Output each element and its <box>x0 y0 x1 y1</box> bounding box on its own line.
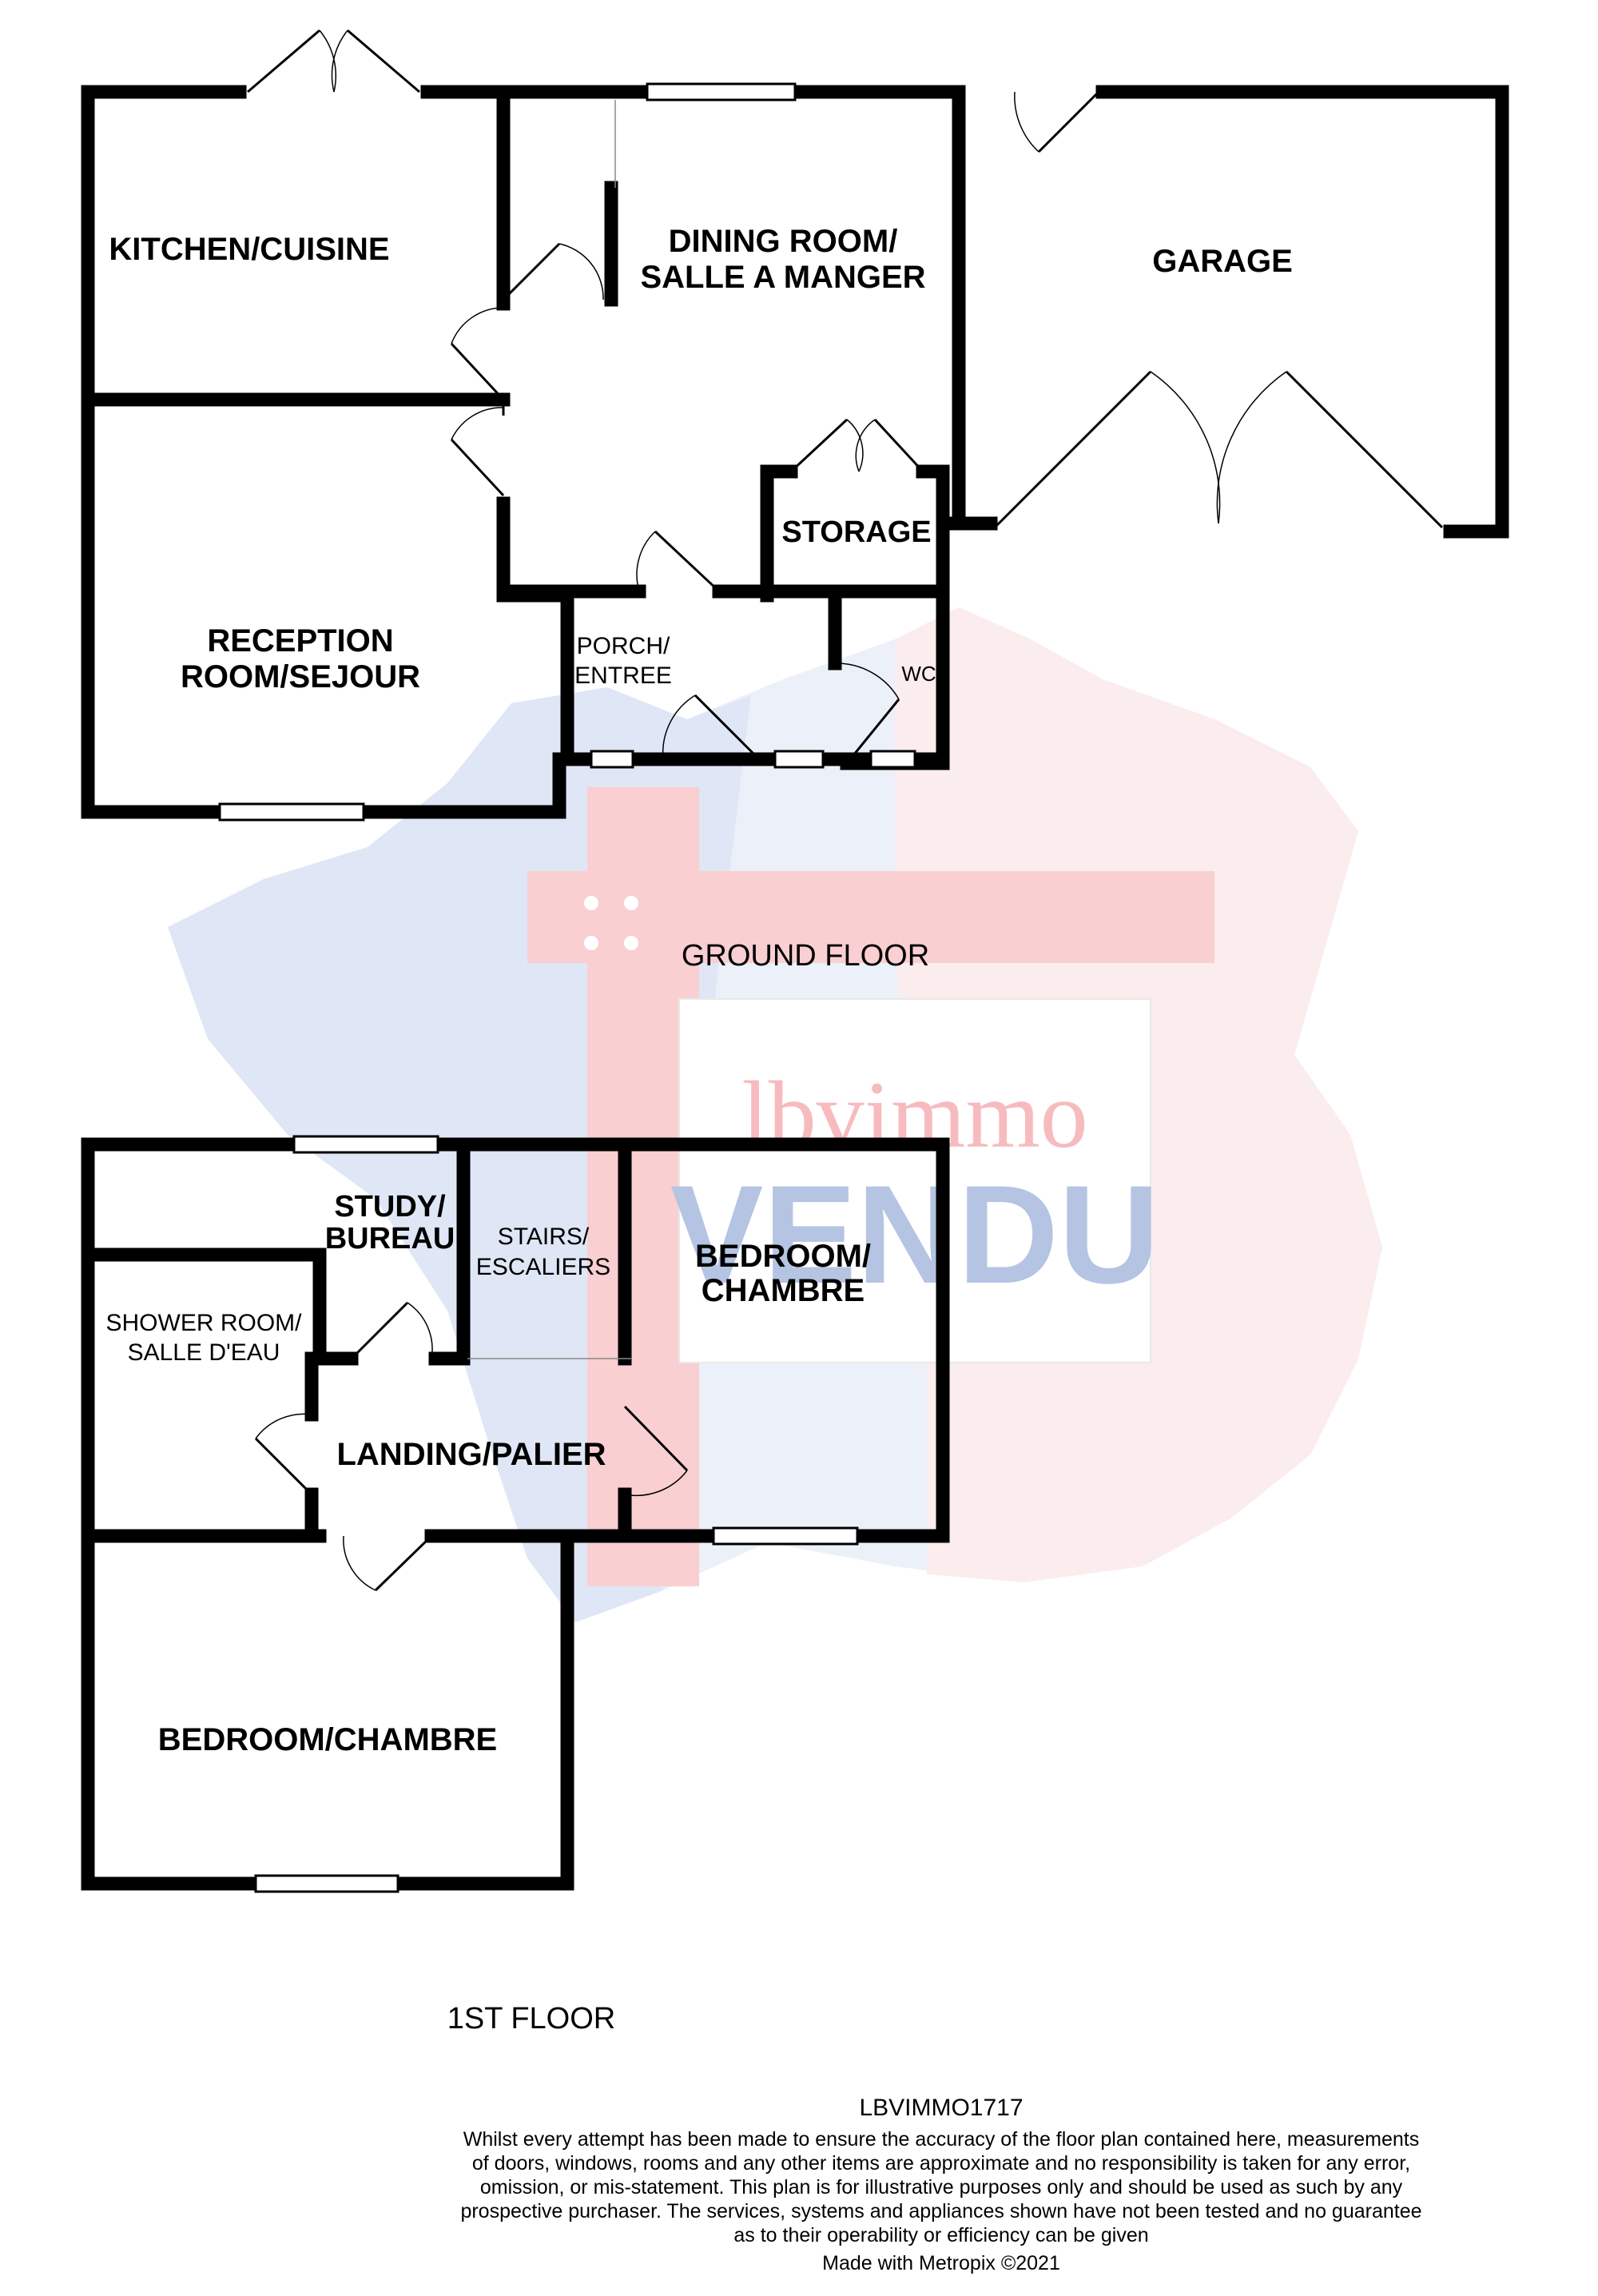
room-label-study-2: BUREAU <box>325 1222 455 1255</box>
metropix-credit: Made with Metropix ©2021 <box>822 2252 1060 2274</box>
disclaimer-line: of doors, windows, rooms and any other i… <box>472 2152 1410 2175</box>
room-label-dining-2: SALLE A MANGER <box>640 260 925 295</box>
wc-door <box>834 663 900 764</box>
storage-double-doors <box>789 418 924 473</box>
france-map-shape <box>168 607 1382 1622</box>
room-label-garage: GARAGE <box>1152 244 1293 279</box>
window <box>712 1526 859 1546</box>
plan-reference: LBVIMMO1717 <box>859 2095 1023 2121</box>
disclaimer-line: as to their operability or efficiency ca… <box>733 2224 1148 2246</box>
room-label-porch-1: PORCH/ <box>577 633 670 659</box>
porch-inner-door <box>636 530 721 593</box>
room-label-reception-2: ROOM/SEJOUR <box>181 659 420 694</box>
room-label-storage: STORAGE <box>781 515 931 549</box>
reception-door <box>450 400 505 497</box>
window <box>590 750 634 769</box>
room-label-bedroom-right-2: CHAMBRE <box>702 1273 865 1308</box>
window <box>218 802 365 822</box>
room-label-wc: WC <box>901 662 936 686</box>
kitchen-french-doors <box>247 29 420 94</box>
room-label-bedroom-main: BEDROOM/CHAMBRE <box>158 1722 497 1757</box>
watermark: lbvimmo VENDU <box>168 607 1382 1622</box>
shower-door <box>254 1413 313 1496</box>
disclaimer-line: Whilst every attempt has been made to en… <box>463 2128 1419 2151</box>
room-label-stairs-1: STAIRS/ <box>498 1224 590 1250</box>
front-door <box>662 694 761 761</box>
floor-title-first: 1ST FLOOR <box>447 2002 615 2035</box>
room-label-dining-1: DINING ROOM/ <box>669 224 898 259</box>
garage-doors <box>993 370 1444 529</box>
sign-bolt <box>624 936 638 950</box>
room-label-stairs-2: ESCALIERS <box>476 1254 610 1280</box>
room-label-reception-1: RECEPTION <box>207 623 393 659</box>
window <box>646 82 797 101</box>
disclaimer-line: prospective purchaser. The services, sys… <box>460 2200 1421 2222</box>
interior-wall <box>428 1137 471 1366</box>
sign-bolt <box>584 896 598 910</box>
disclaimer-line: omission, or mis-statement. This plan is… <box>480 2176 1403 2199</box>
bedroom-main-door <box>343 1534 433 1592</box>
room-label-porch-2: ENTREE <box>574 663 672 689</box>
watermark-brand: lbvimmo <box>741 1061 1087 1168</box>
study-door <box>350 1301 433 1360</box>
room-label-bedroom-right-1: BEDROOM/ <box>695 1239 871 1274</box>
outer-wall <box>81 85 247 819</box>
floor-title-ground: GROUND FLOOR <box>682 939 929 973</box>
interior-wall <box>916 464 950 599</box>
garage-side-door <box>1014 90 1100 153</box>
sign-post <box>587 787 699 1586</box>
france-map-red-half <box>895 607 1382 1582</box>
first-floor-plan: STUDY/ BUREAU STAIRS/ ESCALIERS BEDROOM/… <box>81 1135 950 2035</box>
room-label-shower-1: SHOWER ROOM/ <box>106 1310 303 1336</box>
bedroom-right-door <box>623 1405 689 1497</box>
interior-wall <box>81 1247 327 1366</box>
window <box>292 1135 439 1154</box>
interior-wall <box>760 464 798 603</box>
sign-board <box>678 998 1151 1363</box>
dining-door <box>502 242 604 301</box>
window <box>869 750 916 769</box>
sign-bolt <box>624 896 638 910</box>
footer: LBVIMMO1717 Whilst every attempt has bee… <box>460 2095 1421 2274</box>
ground-floor-plan: KITCHEN/CUISINE DINING ROOM/ SALLE A MAN… <box>81 29 1509 973</box>
room-label-landing: LANDING/PALIER <box>336 1437 606 1472</box>
window <box>254 1874 400 1893</box>
room-label-shower-2: SALLE D'EAU <box>128 1339 280 1366</box>
sign-arm <box>527 871 1214 963</box>
room-label-kitchen: KITCHEN/CUISINE <box>109 232 389 267</box>
kitchen-door <box>450 307 505 401</box>
window <box>773 750 825 769</box>
outer-wall <box>420 85 998 531</box>
outer-wall <box>1095 85 1509 539</box>
watermark-stamp: VENDU <box>670 1157 1160 1313</box>
sign-bolt <box>584 936 598 950</box>
room-label-study-1: STUDY/ <box>334 1190 446 1224</box>
